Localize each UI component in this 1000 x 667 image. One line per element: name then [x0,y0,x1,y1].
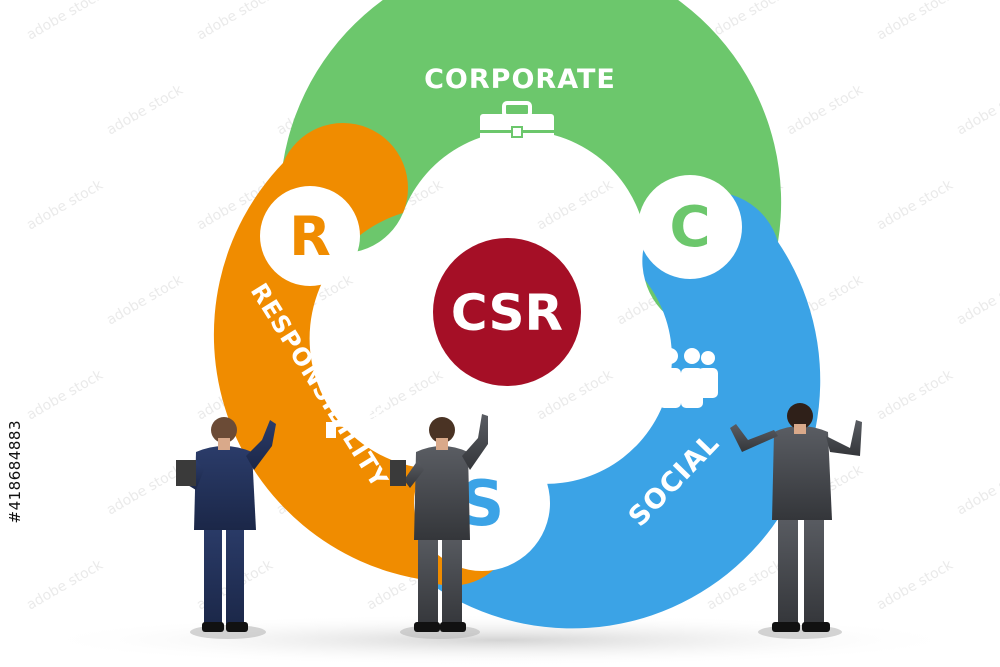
watermark-tile: adobe stock [874,557,957,614]
watermark-tile: adobe stock [104,82,187,139]
watermark-tile: adobe stock [534,367,617,424]
watermark-tile: adobe stock [954,462,1000,519]
csr-center-circle [433,238,581,386]
team-icon [644,348,718,408]
watermark-tile: adobe stock [954,82,1000,139]
watermark-tile: adobe stock [104,272,187,329]
watermark-tile: adobe stock [534,177,617,234]
watermark-tile: adobe stock [24,367,107,424]
watermark-tile: adobe stock [194,0,277,43]
watermark-tile: adobe stock [874,367,957,424]
watermark-tile: adobe stock [24,0,107,43]
businessman-right [730,403,862,639]
watermark-tile: adobe stock [24,177,107,234]
letter-c: C [669,195,710,260]
watermark-tile: adobe stock [874,177,957,234]
watermark-tile: adobe stock [874,0,957,43]
watermark-tile: adobe stock [24,557,107,614]
businessman-middle [390,414,488,639]
watermark-tile: adobe stock [784,82,867,139]
csr-center-label: CSR [451,284,563,342]
watermark-tile: adobe stock [104,462,187,519]
floor-shadow [30,614,970,666]
businessman-left [176,417,276,639]
letter-r: R [289,205,331,268]
briefcase-icon [480,101,554,164]
globe-in-hand-icon [326,364,396,438]
stock-id-text: #418684883 [6,420,24,524]
watermark-tile: adobe stock [954,272,1000,329]
label-corporate: CORPORATE [424,64,616,95]
letter-badge-r [260,186,360,286]
letter-badge-c [638,175,742,279]
